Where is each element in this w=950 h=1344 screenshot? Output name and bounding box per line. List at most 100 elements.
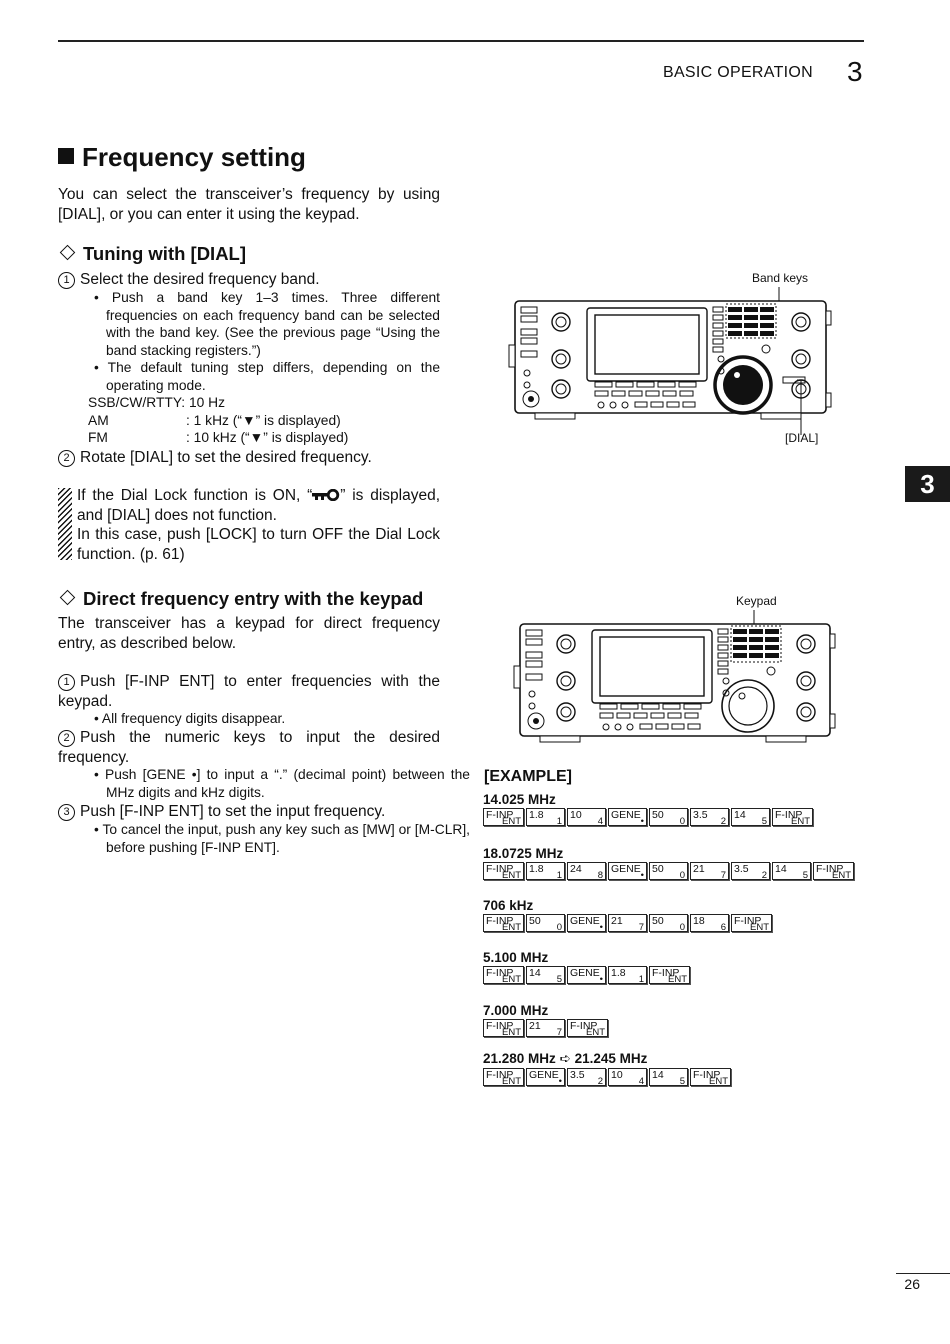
gene-key: GENE• (608, 862, 647, 881)
key-sublabel: ENT (502, 870, 521, 881)
key-label: 21 (611, 915, 623, 927)
mode-name: FM (88, 430, 108, 446)
key-label: F-INP (816, 863, 844, 875)
key-label: 14 (652, 1069, 664, 1081)
footer-rule (896, 1273, 950, 1274)
key-sublabel: 1 (638, 974, 644, 985)
transceiver-figure-keypad (510, 608, 840, 748)
header-rule (58, 40, 864, 42)
key-sublabel: 1 (556, 870, 562, 881)
key-sublabel: • (599, 922, 603, 933)
key-sublabel: ENT (832, 870, 851, 881)
key-label: 50 (529, 915, 541, 927)
subheading-direct: Direct frequency entry with the keypad (58, 588, 423, 610)
key-label: GENE (570, 915, 600, 927)
dial-lock-note: If the Dial Lock function is ON, “” is d… (77, 486, 440, 564)
key-label: 3.5 (693, 809, 708, 821)
mode-row: FM : 10 kHz (“▼” is displayed) (88, 429, 348, 447)
key-sublabel: • (640, 870, 644, 881)
example-frequency: 18.0725 MHz (483, 846, 564, 861)
key-label: 50 (652, 915, 664, 927)
subheading-tuning-text: Tuning with [DIAL] (83, 243, 247, 264)
key-label: 18 (693, 915, 705, 927)
mode-value: : 10 kHz (“▼” is displayed) (186, 430, 349, 446)
example-frequency: 21.280 MHz ➪ 21.245 MHz (483, 1051, 648, 1066)
key-label: GENE (611, 809, 641, 821)
direct-step-2-text: Push the numeric keys to input the desir… (58, 729, 440, 766)
list-item: • Push [GENE •] to input a “.” (decimal … (94, 767, 470, 800)
lock-key-icon (312, 488, 340, 502)
mode-value: : 10 Hz (181, 395, 225, 410)
key-sublabel: 8 (597, 870, 603, 881)
step-number: 2 (58, 730, 75, 747)
note-text: If the Dial Lock function is ON, “ (77, 487, 313, 504)
example-frequency: 14.025 MHz (483, 792, 556, 807)
key-sublabel: ENT (502, 1027, 521, 1038)
gene-key: GENE• (526, 1068, 565, 1087)
numeric-key: 14 5 (649, 1068, 688, 1087)
key-label: 50 (652, 809, 664, 821)
gene-key: GENE• (567, 914, 606, 933)
key-sublabel: 6 (720, 922, 726, 933)
keypad-label: Keypad (736, 594, 777, 608)
key-label: 21 (693, 863, 705, 875)
key-sublabel: 2 (720, 816, 726, 827)
key-sublabel: ENT (668, 974, 687, 985)
key-sublabel: 2 (597, 1076, 603, 1087)
mode-value: : 1 kHz (“▼” is displayed) (186, 412, 341, 428)
bullet-text: The default tuning step differs, dependi… (106, 360, 440, 393)
step-number: 1 (58, 272, 75, 289)
key-sublabel: ENT (502, 922, 521, 933)
key-label: 10 (611, 1069, 623, 1081)
numeric-key: 18 6 (690, 914, 729, 933)
key-label: 1.8 (611, 967, 626, 979)
bullet-text: To cancel the input, push any key such a… (102, 822, 470, 855)
key-label: 24 (570, 863, 582, 875)
list-item: • Push a band key 1–3 times. Three diffe… (94, 290, 440, 358)
key-label: 14 (529, 967, 541, 979)
key-label: F-INP (486, 863, 514, 875)
gene-key: GENE• (567, 966, 606, 985)
key-sublabel: • (599, 974, 603, 985)
key-sublabel: ENT (502, 1076, 521, 1087)
tuning-step-1-text: Select the desired frequency band. (80, 271, 320, 288)
key-sublabel: 5 (679, 1076, 685, 1087)
list-item: • To cancel the input, push any key such… (94, 822, 470, 855)
key-label: 3.5 (570, 1069, 585, 1081)
heading-text: Frequency setting (82, 142, 306, 172)
gene-key: GENE• (608, 808, 647, 827)
direct-step-3-text: Push [F-INP ENT] to set the input freque… (80, 803, 386, 820)
list-item: • All frequency digits disappear. (94, 711, 286, 726)
mode-name: SSB/CW/RTTY (88, 395, 182, 410)
key-label: F-INP (486, 809, 514, 821)
key-label: F-INP (734, 915, 762, 927)
key-sublabel: 5 (761, 816, 767, 827)
subheading-tuning: Tuning with [DIAL] (58, 243, 246, 265)
